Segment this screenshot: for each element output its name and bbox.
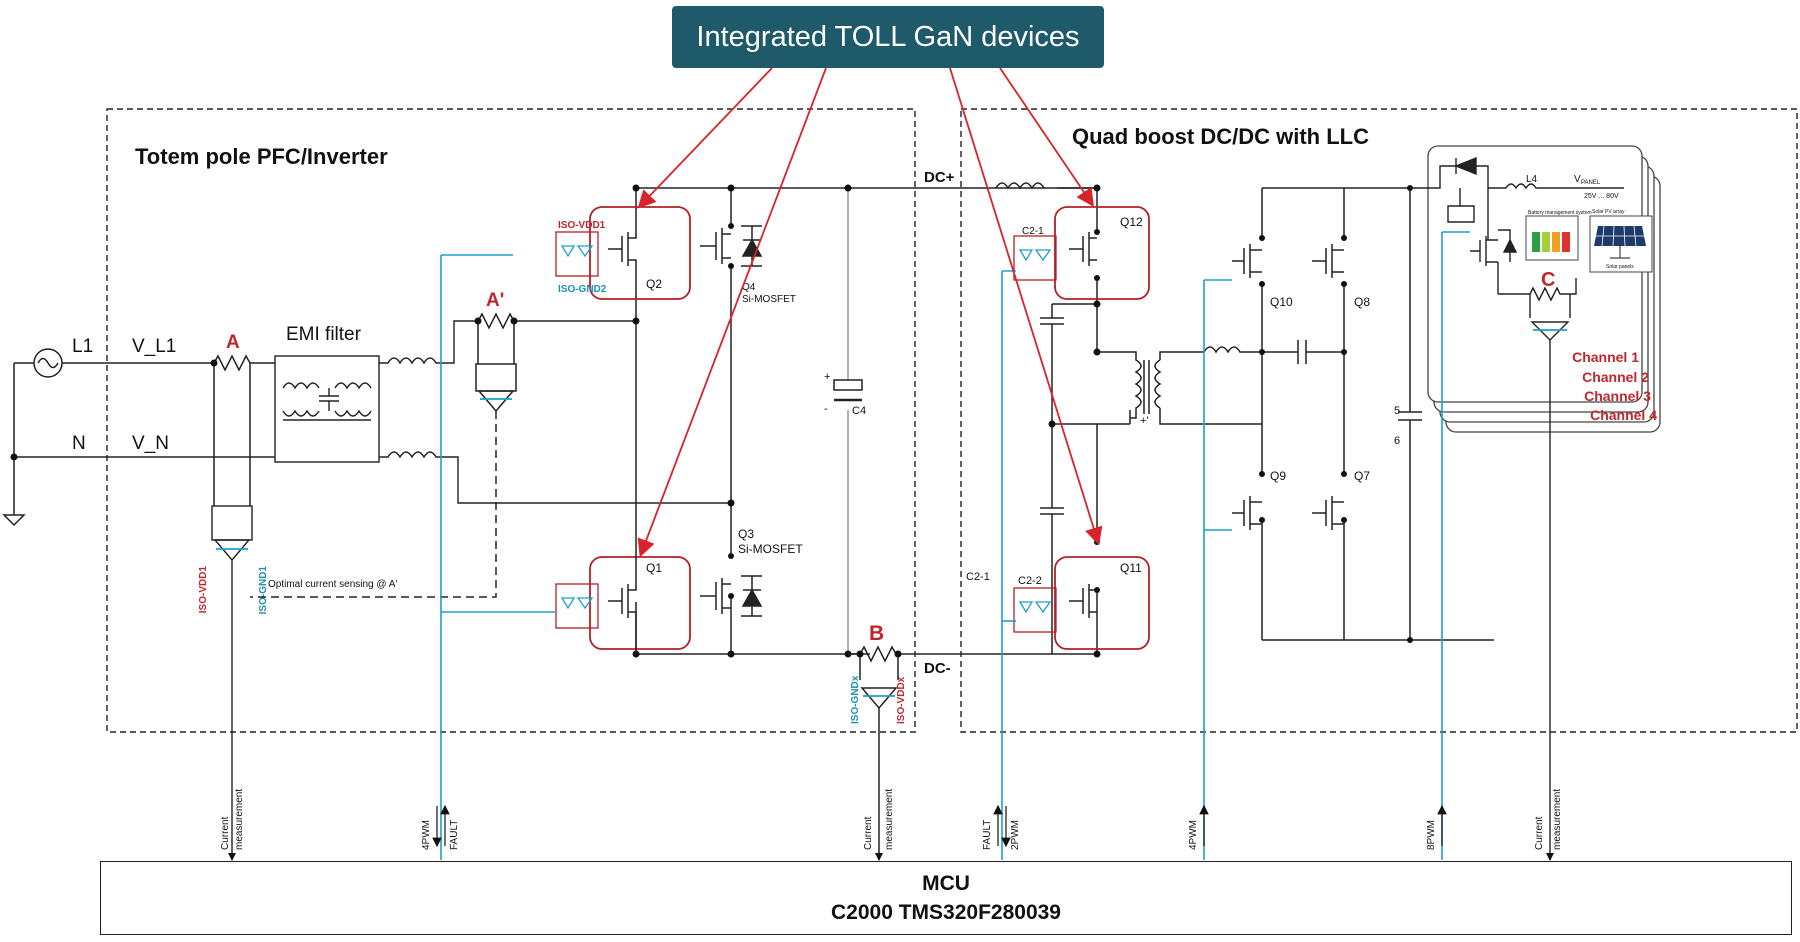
iso-gnd1-low: ISO-GND1 bbox=[258, 566, 269, 615]
signal-arrows bbox=[432, 804, 1447, 848]
c4-plus: + bbox=[824, 371, 830, 383]
label-q10: Q10 bbox=[1270, 295, 1293, 309]
iso-vdd1-low: ISO-VDD1 bbox=[198, 566, 209, 614]
mcu-block: MCU C2000 TMS320F280039 bbox=[100, 861, 1792, 935]
pfc-section-box bbox=[106, 108, 916, 733]
sense-point-b: B bbox=[869, 622, 884, 645]
xfmr-dot: +' bbox=[1140, 415, 1149, 427]
ground-icon bbox=[2, 514, 26, 527]
mcu-part-number: C2000 TMS320F280039 bbox=[831, 901, 1061, 924]
signal-4pwm-a: 4PWM bbox=[421, 820, 432, 850]
label-q3-type: Si-MOSFET bbox=[738, 542, 803, 556]
shunt-a bbox=[205, 354, 275, 506]
si-mosfet-q3 bbox=[700, 575, 763, 617]
current-amp-a bbox=[211, 505, 253, 860]
signal-cm3-a: Current bbox=[1534, 816, 1545, 850]
label-q7: Q7 bbox=[1354, 469, 1370, 483]
channel-1-label: Channel 1 bbox=[1572, 349, 1639, 365]
battery-label: Battery management system bbox=[1528, 210, 1592, 216]
channel-4-label: Channel 4 bbox=[1590, 407, 1657, 423]
pfc-title: Totem pole PFC/Inverter bbox=[135, 144, 388, 169]
vpanel-label: V bbox=[1574, 174, 1581, 185]
label-c2-1: C2-1 bbox=[1022, 226, 1044, 237]
label-c5: 5 bbox=[1394, 405, 1400, 417]
battery-icon bbox=[1525, 215, 1579, 261]
signal-cm1-a: Current bbox=[220, 816, 231, 850]
emi-filter-label: EMI filter bbox=[286, 324, 362, 345]
vpanel-range: 25V ... 80V bbox=[1584, 193, 1619, 200]
signal-cm3-b: measurement bbox=[1552, 789, 1563, 850]
solar-sub: Solar panels bbox=[1606, 264, 1634, 270]
channel-3-label: Channel 3 bbox=[1584, 388, 1651, 404]
net-dc-plus: DC+ bbox=[924, 169, 955, 186]
emi-filter bbox=[274, 355, 380, 463]
signal-4pwm-b: 4PWM bbox=[1188, 820, 1199, 850]
c4-minus: - bbox=[824, 403, 828, 415]
signal-cm2-b: measurement bbox=[884, 789, 895, 850]
iso-gnd2-top: ISO-GND2 bbox=[558, 284, 607, 295]
label-q9: Q9 bbox=[1270, 469, 1286, 483]
gan-switch-q11 bbox=[1013, 556, 1150, 650]
optimal-sensing-note: Optimal current sensing @ A' bbox=[268, 579, 397, 590]
callout-arrows bbox=[637, 67, 1103, 558]
label-q8: Q8 bbox=[1354, 295, 1370, 309]
capacitor-c4 bbox=[833, 379, 863, 402]
sense-point-a-prime: A' bbox=[486, 290, 504, 311]
label-q1: Q1 bbox=[646, 561, 662, 575]
signal-fault-b: FAULT bbox=[982, 820, 993, 850]
iso-gndx: ISO-GNDx bbox=[850, 675, 861, 724]
label-q4-type: Si-MOSFET bbox=[742, 294, 796, 305]
boost-channel-circuit bbox=[1410, 156, 1624, 860]
dcdc-wiring bbox=[995, 182, 1131, 654]
label-q11: Q11 bbox=[1120, 561, 1142, 575]
dcdc-title: Quad boost DC/DC with LLC bbox=[1072, 124, 1369, 149]
net-n: N bbox=[72, 433, 86, 454]
vpanel-sub: PANEL bbox=[1581, 180, 1601, 186]
llc-transformer bbox=[1120, 340, 1344, 425]
gan-switch-q12 bbox=[1013, 206, 1150, 300]
control-signal-lines bbox=[440, 231, 1470, 860]
signal-cm2-a: Current bbox=[863, 816, 874, 850]
shunt-b bbox=[848, 645, 1097, 860]
solar-panel-icon bbox=[1589, 215, 1653, 273]
gan-switch-q1 bbox=[555, 554, 691, 654]
pfc-input-chokes bbox=[379, 320, 731, 504]
label-c4: C4 bbox=[852, 405, 866, 417]
net-dc-minus: DC- bbox=[924, 660, 951, 677]
label-c2-2: C2-2 bbox=[1018, 575, 1042, 587]
label-c6: 6 bbox=[1394, 435, 1400, 447]
label-l4: L4 bbox=[1526, 174, 1538, 185]
label-q12: Q12 bbox=[1120, 215, 1143, 229]
signal-2pwm: 2PWM bbox=[1010, 820, 1021, 850]
sense-point-c: C bbox=[1541, 269, 1555, 291]
secondary-bridge bbox=[1232, 187, 1494, 641]
solar-label: Solar PV array bbox=[1592, 209, 1625, 215]
signal-8pwm: 8PWM bbox=[1426, 820, 1437, 850]
callout-integrated-gan: Integrated TOLL GaN devices bbox=[672, 6, 1104, 68]
label-q4: Q4 bbox=[742, 282, 756, 293]
net-vn: V_N bbox=[132, 433, 169, 454]
signal-fault-a: FAULT bbox=[449, 820, 460, 850]
mcu-title: MCU bbox=[922, 872, 970, 895]
net-vl1: V_L1 bbox=[132, 336, 176, 357]
iso-vdd1-top: ISO-VDD1 bbox=[558, 220, 606, 231]
iso-vddx: ISO-VDDx bbox=[896, 676, 907, 724]
sense-point-a: A bbox=[226, 332, 240, 353]
net-l1: L1 bbox=[72, 336, 93, 357]
label-q3: Q3 bbox=[738, 527, 754, 541]
label-q2: Q2 bbox=[646, 277, 662, 291]
ac-input bbox=[2, 348, 275, 527]
label-c2-1-side: C2-1 bbox=[966, 571, 990, 583]
channel-2-label: Channel 2 bbox=[1582, 369, 1649, 385]
signal-cm1-b: measurement bbox=[234, 789, 245, 850]
dcdc-section-box bbox=[960, 108, 1798, 733]
